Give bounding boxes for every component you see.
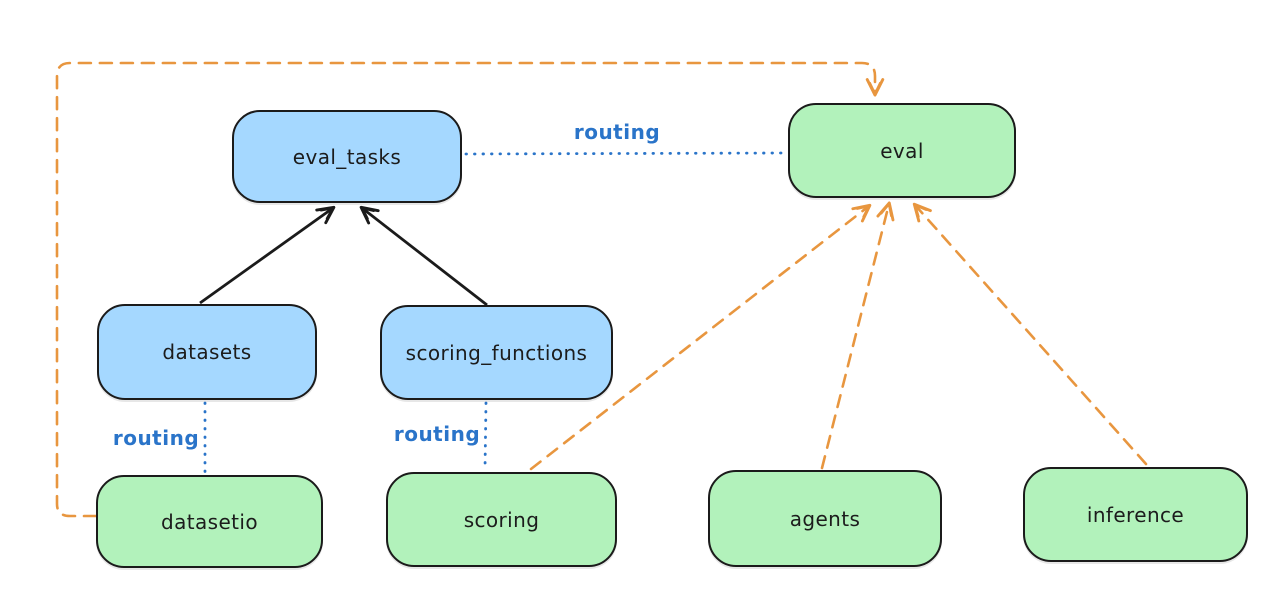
node-scoring-functions: scoring_functions <box>380 305 613 400</box>
edge-scoring-to-eval <box>529 203 872 471</box>
edge-datasets-to-eval-tasks <box>199 205 336 305</box>
node-agents-label: agents <box>789 506 861 531</box>
edge-label-routing-datasets: routing <box>112 426 200 450</box>
edge-agents-to-eval <box>820 201 895 470</box>
edge-eval-tasks-to-eval-routing <box>464 151 787 156</box>
edge-datasetio-to-eval-loop <box>55 61 885 518</box>
node-eval-tasks-label: eval_tasks <box>292 144 402 169</box>
node-scoring-label: scoring <box>463 507 540 532</box>
node-inference: inference <box>1023 467 1248 562</box>
node-scoring: scoring <box>386 472 617 567</box>
edge-label-routing-top: routing <box>573 120 661 144</box>
node-scoring-functions-label: scoring_functions <box>405 340 588 365</box>
node-eval: eval <box>788 103 1016 198</box>
node-agents: agents <box>708 470 942 567</box>
node-inference-label: inference <box>1086 502 1185 527</box>
edge-scoring-functions-to-eval-tasks <box>359 205 488 307</box>
node-eval-tasks: eval_tasks <box>232 110 462 203</box>
edge-scoring-functions-to-scoring-routing <box>483 401 488 471</box>
node-datasets: datasets <box>97 304 317 400</box>
edge-inference-to-eval <box>912 202 1148 466</box>
node-datasetio: datasetio <box>96 475 323 568</box>
edge-label-routing-scoring: routing <box>393 422 481 446</box>
node-datasets-label: datasets <box>162 340 252 364</box>
node-eval-label: eval <box>880 138 924 163</box>
node-datasetio-label: datasetio <box>160 509 258 534</box>
